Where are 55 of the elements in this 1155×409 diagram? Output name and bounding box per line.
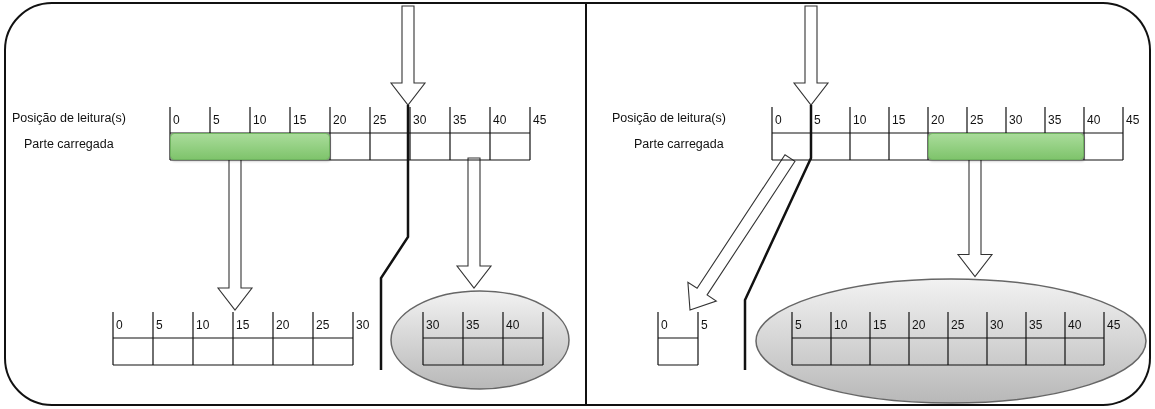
tick-label: 25: [970, 113, 984, 127]
tick-label: 25: [951, 318, 965, 332]
tick-label: 30: [426, 318, 440, 332]
loaded-bar: [170, 133, 330, 160]
tick-label: 20: [276, 318, 290, 332]
tick-label: 40: [493, 113, 507, 127]
tick-label: 10: [196, 318, 210, 332]
tick-label: 5: [701, 318, 708, 332]
hollow-arrow: [687, 153, 796, 311]
tick-label: 30: [990, 318, 1004, 332]
tick-label: 40: [1068, 318, 1082, 332]
tick-label: 25: [373, 113, 387, 127]
row-label: Posição de leitura(s): [612, 111, 726, 126]
tick-label: 25: [316, 318, 330, 332]
tick-label: 5: [814, 113, 821, 127]
hollow-arrow: [389, 5, 427, 106]
tick-label: 20: [912, 318, 926, 332]
tick-label: 45: [533, 113, 547, 127]
ellipse-region: [390, 290, 570, 390]
tick-label: 30: [413, 113, 427, 127]
tick-label: 15: [236, 318, 250, 332]
tick-label: 45: [1107, 318, 1121, 332]
tick-label: 5: [213, 113, 220, 127]
tick-label: 15: [873, 318, 887, 332]
row-label: Parte carregada: [24, 137, 114, 152]
row-label: Parte carregada: [634, 137, 724, 152]
hollow-arrow: [455, 157, 493, 289]
tick-label: 15: [293, 113, 307, 127]
tick-label: 45: [1126, 113, 1140, 127]
tick-label: 35: [1029, 318, 1043, 332]
hollow-arrow: [792, 5, 830, 106]
panel: [587, 2, 1151, 406]
tick-label: 20: [931, 113, 945, 127]
tick-label: 10: [253, 113, 267, 127]
tick-label: 30: [1009, 113, 1023, 127]
tick-label: 10: [834, 318, 848, 332]
tick-label: 0: [775, 113, 782, 127]
tick-label: 40: [1087, 113, 1101, 127]
tick-label: 20: [333, 113, 347, 127]
tick-label: 0: [173, 113, 180, 127]
tick-label: 35: [466, 318, 480, 332]
panel: [4, 2, 587, 406]
tick-label: 35: [453, 113, 467, 127]
tick-label: 5: [156, 318, 163, 332]
tick-label: 40: [506, 318, 520, 332]
tick-label: 10: [853, 113, 867, 127]
tick-label: 30: [356, 318, 370, 332]
tick-label: 0: [116, 318, 123, 332]
tick-label: 5: [795, 318, 802, 332]
loaded-bar: [928, 133, 1084, 160]
ellipse-region: [755, 278, 1147, 404]
tick-label: 0: [661, 318, 668, 332]
tick-label: 35: [1048, 113, 1062, 127]
tick-label: 15: [892, 113, 906, 127]
row-label: Posição de leitura(s): [12, 111, 126, 126]
